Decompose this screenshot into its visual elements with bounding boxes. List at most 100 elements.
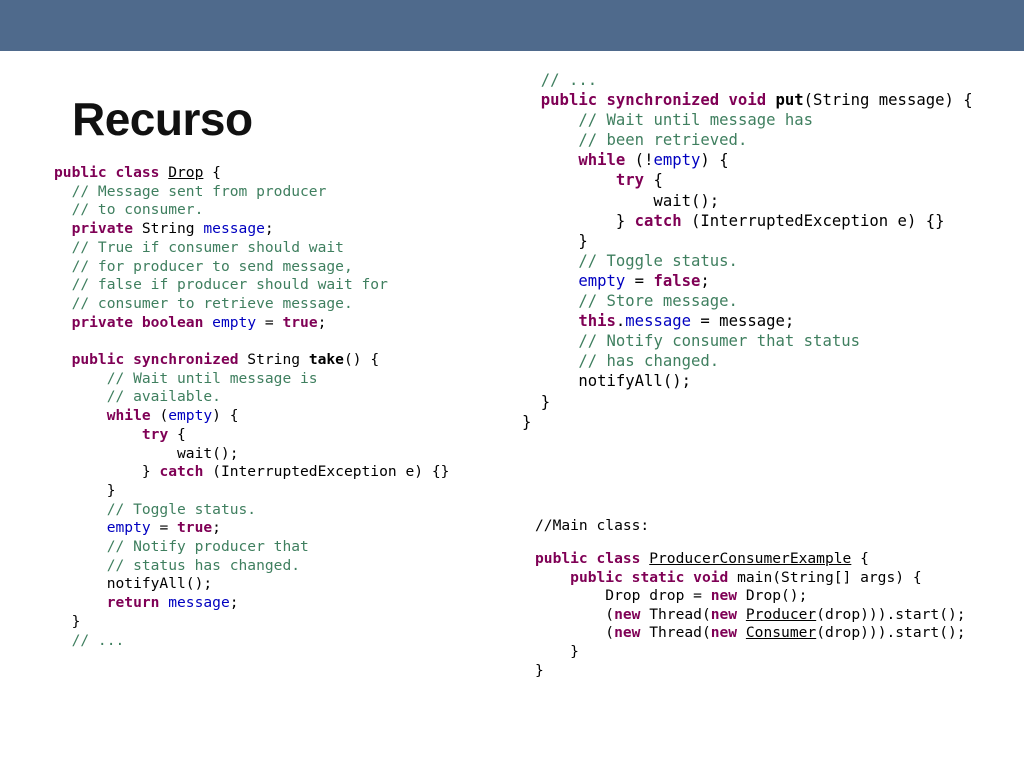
code-token [54,276,72,293]
code-token: (String message) { [803,91,973,110]
code-line: // ... [522,70,973,90]
code-line: // available. [54,388,449,407]
code-token: Drop [168,164,204,181]
code-keyword: public synchronized [71,351,239,369]
code-token: //Main class: [535,517,650,534]
code-line: (new Thread(new Consumer(drop))).start()… [535,624,965,643]
code-token: (InterruptedException e) {} [203,463,450,481]
code-token [54,239,72,256]
code-line: // been retrieved. [522,130,973,150]
code-token [522,151,578,169]
code-line: // false if producer should wait for [54,276,449,295]
code-token [522,111,578,129]
code-token [54,295,72,312]
code-line: public class Drop { [54,164,449,183]
code-comment: // ... [71,631,125,649]
drop-class-code: public class Drop { // Message sent from… [54,164,449,650]
code-line: // Notify consumer that status [522,331,973,351]
code-keyword: public class [535,550,650,567]
code-token: message [168,594,230,612]
code-line: // has changed. [522,351,973,371]
code-token: Thread( [640,624,711,642]
code-token: { [168,425,186,443]
code-token: ( [150,407,169,425]
code-token [54,519,107,536]
code-line: // status has changed. [54,557,449,576]
code-token: ( [535,605,615,623]
code-token: main(String[] args) { [728,568,922,586]
code-token: empty [168,407,213,425]
code-line: public class ProducerConsumerExample { [535,550,966,569]
code-token [522,91,541,109]
code-comment: // Toggle status. [106,500,257,518]
code-line [54,332,449,351]
code-keyword: private [71,220,134,238]
code-line: empty = true; [54,519,449,538]
code-token: wait(); [522,191,720,210]
code-line: wait(); [54,445,449,464]
code-line: try { [522,170,973,190]
code-token [737,624,746,641]
code-token: take [308,351,344,369]
code-token: wait(); [54,444,239,462]
code-line: return message; [54,594,449,613]
code-line: //Main class: [535,517,649,536]
code-token: } [535,661,544,679]
code-token: } [522,392,551,411]
code-token: empty [212,313,257,331]
code-token [54,370,107,387]
code-token [54,501,107,518]
code-keyword: private boolean [71,313,204,331]
code-line: this.message = message; [522,311,973,331]
code-keyword: true [282,313,318,331]
code-line: } [535,643,966,662]
code-token: Consumer [745,624,817,642]
code-line: notifyAll(); [522,371,973,391]
code-token [159,594,168,611]
code-token: } [54,612,81,630]
code-keyword: while [106,407,151,425]
code-keyword: false [653,271,701,290]
code-token: message [203,220,265,238]
code-comment: // available. [106,388,221,406]
code-token: empty [578,271,626,290]
code-token: String [133,220,204,238]
code-token [54,351,72,368]
put-method-code: // ... public synchronized void put(Stri… [522,70,973,432]
code-token [522,272,578,290]
code-token: } [54,463,160,481]
code-token: { [203,164,221,181]
code-comment: // been retrieved. [578,131,748,150]
main-class-code: public class ProducerConsumerExample { p… [535,550,966,680]
code-line: // Wait until message has [522,110,973,130]
code-token: (drop))).start(); [816,605,966,623]
code-line: // Wait until message is [54,370,449,389]
code-line: while (!empty) { [522,150,973,170]
code-token [522,352,578,370]
code-line: (new Thread(new Producer(drop))).start()… [535,605,966,625]
code-token: = [256,313,283,331]
code-comment: // status has changed. [106,556,301,574]
code-comment: // false if producer should wait for [71,276,388,294]
code-line: private String message; [54,220,449,239]
code-token: Drop drop = [535,587,711,605]
code-token: } [522,211,635,230]
code-token: { [644,171,663,190]
code-token: Drop(); [737,587,808,605]
code-comment: // Notify consumer that status [578,332,860,351]
code-comment: // consumer to retrieve message. [71,294,353,312]
code-token: notifyAll(); [54,575,213,593]
code-token [54,314,72,331]
code-line: public synchronized String take() { [54,351,449,370]
code-comment: // Wait until message is [106,369,318,387]
code-token: message [625,312,692,331]
code-token: } [535,642,579,660]
code-token [54,557,107,574]
code-comment: // True if consumer should wait [71,238,344,256]
code-comment: // has changed. [578,352,720,371]
code-token: notifyAll(); [522,372,691,391]
code-token: String [238,351,309,369]
code-token [54,332,63,349]
code-token [522,312,578,330]
code-token: ; [229,594,239,612]
